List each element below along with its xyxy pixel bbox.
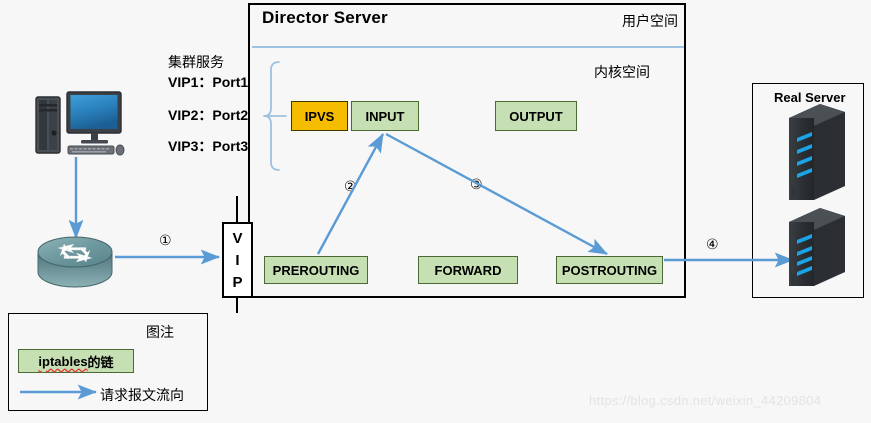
- watermark-text: https://blog.csdn.net/weixin_44209804: [589, 393, 822, 408]
- cluster-service-entry-1: VIP1：Port1: [168, 74, 249, 90]
- real-server-panel: [752, 83, 864, 298]
- legend-chain-label-main: iptables: [38, 353, 88, 369]
- legend-title: 图注: [146, 324, 174, 340]
- vip-connector-top: [236, 196, 238, 223]
- chain-box-postrouting: POSTROUTING: [556, 256, 663, 284]
- user-space-label: 用户空间: [622, 13, 678, 29]
- cluster-service-title: 集群服务: [168, 54, 224, 70]
- step-number-4: ④: [706, 237, 719, 253]
- chain-box-forward: FORWARD: [418, 256, 518, 284]
- director-server-title: Director Server: [262, 8, 388, 27]
- legend-flow-label: 请求报文流向: [100, 387, 184, 403]
- cluster-service-entry-2: VIP2：Port2: [168, 107, 249, 123]
- router-icon: [37, 236, 113, 288]
- chain-box-output: OUTPUT: [495, 101, 577, 131]
- cluster-service-entry-3: VIP3：Port3: [168, 138, 249, 154]
- vip-letter-i: I: [235, 251, 240, 269]
- kernel-space-label: 内核空间: [594, 64, 650, 80]
- client-pc-icon: [35, 91, 125, 156]
- vip-letter-p: P: [232, 273, 243, 291]
- step-number-2: ②: [344, 179, 357, 195]
- step-number-1: ①: [159, 233, 172, 249]
- vip-connector-bottom: [236, 297, 238, 313]
- user-kernel-space-divider: [252, 46, 684, 48]
- vip-interface-box: V I P: [222, 222, 253, 298]
- vip-letter-v: V: [232, 229, 243, 247]
- chain-box-input: INPUT: [351, 101, 419, 131]
- legend-chain-label-suffix: 的链: [87, 354, 114, 370]
- step-number-3: ③: [470, 177, 483, 193]
- chain-box-ipvs: IPVS: [291, 101, 348, 131]
- chain-box-prerouting: PREROUTING: [264, 256, 368, 284]
- real-server-title: Real Server: [774, 90, 846, 105]
